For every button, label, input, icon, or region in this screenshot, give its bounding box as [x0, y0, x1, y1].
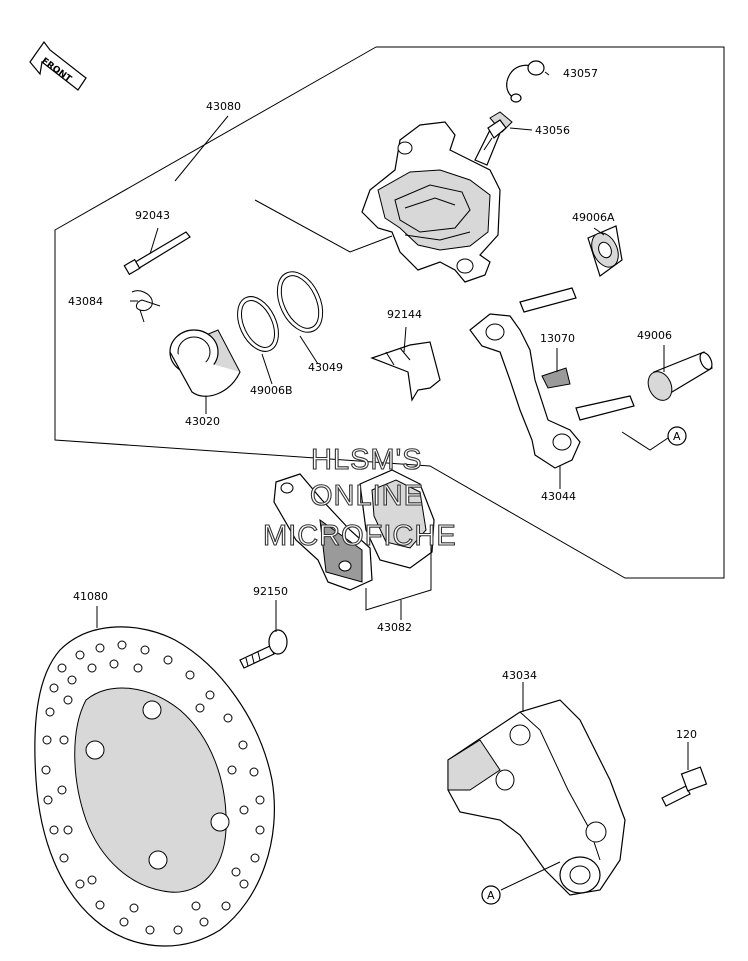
- reference-marker-a-lower: A: [481, 885, 501, 905]
- watermark-line-3: MICROFICHE: [263, 520, 457, 552]
- part-label-13070: 13070: [540, 332, 575, 345]
- reference-marker-a-upper: A: [667, 426, 687, 446]
- part-label-43080: 43080: [206, 100, 241, 113]
- part-label-43056: 43056: [535, 124, 570, 137]
- part-label-49006b: 49006B: [250, 384, 293, 397]
- watermark: HLSM'S ONLINE MICROFICHE: [262, 443, 457, 552]
- part-label-43082: 43082: [377, 621, 412, 634]
- brake-pads: [273, 469, 435, 591]
- front-arrow-icon: FRONT: [29, 40, 87, 91]
- disc-bolt: [239, 629, 288, 669]
- bleeder-cap: [506, 60, 545, 103]
- caliper-body: [361, 121, 501, 283]
- part-label-49006: 49006: [637, 329, 672, 342]
- part-label-41080: 41080: [73, 590, 108, 603]
- dust-seal: [276, 271, 324, 333]
- brake-disc: [34, 626, 275, 947]
- part-label-43020: 43020: [185, 415, 220, 428]
- bracket-bolt: [661, 766, 708, 807]
- part-label-43057: 43057: [563, 67, 598, 80]
- watermark-line-1: HLSM'S: [311, 444, 422, 476]
- part-label-43049: 43049: [308, 361, 343, 374]
- reference-marker-a-label: A: [487, 889, 495, 902]
- part-label-120: 120: [676, 728, 697, 741]
- part-label-43084: 43084: [68, 295, 103, 308]
- slide-pin-boot: [587, 225, 623, 277]
- caliper-pin: [123, 231, 191, 276]
- watermark-line-2: ONLINE: [310, 480, 424, 512]
- part-label-43044: 43044: [541, 490, 576, 503]
- bracket-boot: [647, 351, 713, 401]
- part-label-43034: 43034: [502, 669, 537, 682]
- part-label-49006a: 49006A: [572, 211, 615, 224]
- bleeder-valve: [483, 111, 513, 151]
- reference-marker-a-label: A: [673, 430, 681, 443]
- pad-spring: [370, 341, 441, 402]
- caliper-assembly-outline: [54, 46, 725, 579]
- leader-lines: [96, 71, 689, 891]
- part-label-92150: 92150: [253, 585, 288, 598]
- spring-clip: [131, 290, 161, 323]
- part-label-92043: 92043: [135, 209, 170, 222]
- caliper-piston: [169, 329, 241, 397]
- caliper-bracket: [469, 287, 635, 469]
- piston-seal: [237, 296, 279, 352]
- part-number-labels: 43080 43057 43056 92043 49006A 43084 921…: [68, 67, 697, 741]
- part-label-92144: 92144: [387, 308, 422, 321]
- mounting-bracket: [447, 699, 626, 896]
